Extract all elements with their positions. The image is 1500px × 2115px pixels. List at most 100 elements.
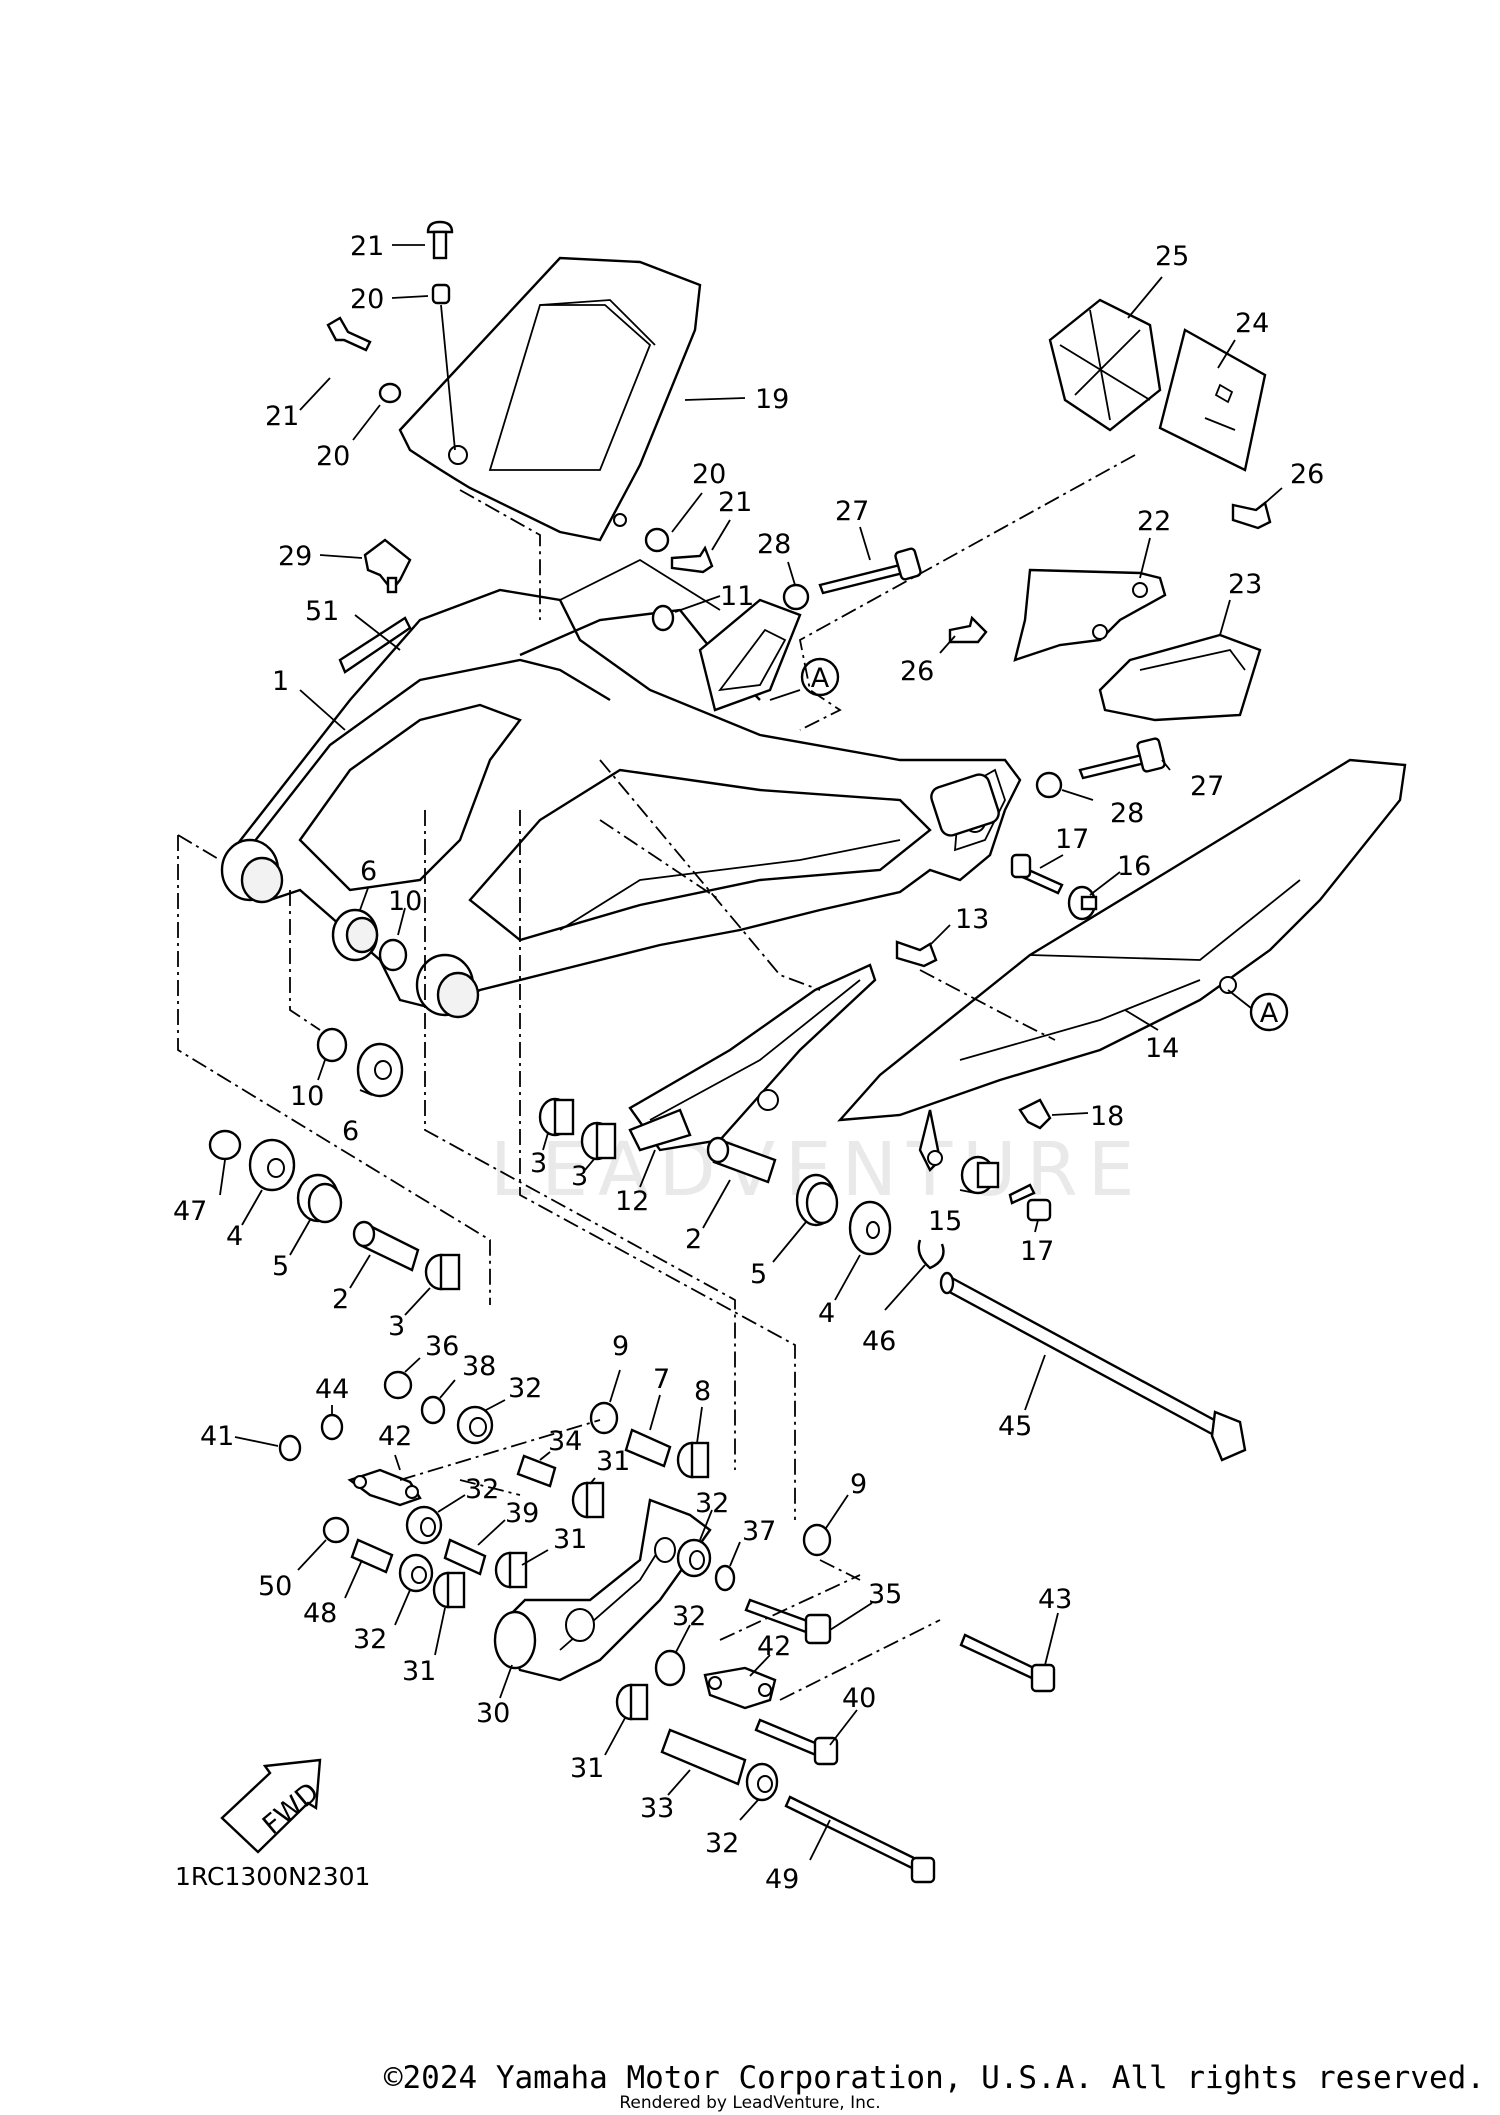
part-bolt-17-top — [1010, 853, 1064, 895]
part-bolt-21-top — [426, 220, 454, 260]
callout-43: 43 — [1038, 1584, 1072, 1615]
callout-38: 38 — [462, 1351, 496, 1382]
callout-35: 35 — [868, 1579, 902, 1610]
callout-3: 3 — [388, 1311, 405, 1342]
part-bolt-17-bottom — [1008, 1183, 1052, 1222]
part-collar-33 — [660, 1728, 747, 1786]
part-chain-guard-14 — [837, 758, 1407, 1173]
part-collar-2-right — [706, 1136, 777, 1184]
callout-49: 49 — [765, 1864, 799, 1895]
callout-29: 29 — [278, 541, 312, 572]
callout-3: 3 — [571, 1161, 588, 1192]
part-bearing-3-mid — [580, 1121, 617, 1161]
part-washer-37 — [714, 1564, 736, 1592]
ref-marker-a-top: A — [800, 657, 840, 697]
callout-5: 5 — [750, 1259, 767, 1290]
part-washer-44 — [320, 1413, 344, 1441]
fwd-arrow-icon: FWD — [220, 1758, 325, 1854]
callout-2: 2 — [685, 1224, 702, 1255]
callout-4: 4 — [818, 1298, 835, 1329]
callout-32: 32 — [695, 1488, 729, 1519]
callout-31: 31 — [402, 1656, 436, 1687]
part-collar-20-left — [378, 382, 402, 404]
assembly-lines — [177, 454, 1136, 1701]
part-washer-38 — [420, 1395, 446, 1425]
part-seal-32-b — [405, 1505, 443, 1545]
part-seal-32-c — [676, 1538, 712, 1578]
ref-marker-a-right-label: A — [1260, 998, 1279, 1029]
callout-12: 12 — [615, 1186, 649, 1217]
callout-labels: 21 20 21 20 19 25 24 26 20 21 27 28 22 2… — [173, 231, 1324, 1895]
callout-42: 42 — [757, 1631, 791, 1662]
callout-16: 16 — [1117, 851, 1151, 882]
part-bolt-40 — [754, 1718, 839, 1766]
part-pivot-shaft-45 — [939, 1271, 1247, 1462]
part-collar-2-left — [352, 1220, 420, 1272]
part-link-42-upper — [347, 1468, 422, 1507]
callout-23: 23 — [1228, 569, 1262, 600]
part-bolt-27-top — [818, 547, 922, 595]
ref-marker-a-top-label: A — [811, 663, 830, 694]
part-relay-arm-30 — [493, 1498, 712, 1682]
part-seal-6-upper — [331, 908, 379, 962]
part-washer-10-upper — [378, 938, 408, 972]
callout-20: 20 — [316, 441, 350, 472]
part-bearing-3-upper — [538, 1097, 575, 1137]
part-washer-4-left — [248, 1138, 296, 1192]
callout-4: 4 — [226, 1221, 243, 1252]
callout-27: 27 — [1190, 771, 1224, 802]
callout-47: 47 — [173, 1196, 207, 1227]
callout-33: 33 — [640, 1793, 674, 1824]
part-screw-18 — [1018, 1098, 1052, 1130]
callout-32: 32 — [353, 1624, 387, 1655]
part-collar-48 — [350, 1538, 394, 1574]
callout-21: 21 — [718, 487, 752, 518]
callout-37: 37 — [742, 1516, 776, 1547]
part-seal-5-left — [296, 1173, 343, 1224]
callout-41: 41 — [200, 1421, 234, 1452]
callout-10: 10 — [388, 886, 422, 917]
callout-13: 13 — [955, 904, 989, 935]
callout-5: 5 — [272, 1251, 289, 1282]
callout-36: 36 — [425, 1331, 459, 1362]
callout-6: 6 — [360, 856, 377, 887]
part-seal-6-lower — [356, 1042, 404, 1098]
ref-marker-a-right: A — [1249, 992, 1289, 1032]
part-bearing-3-left — [424, 1253, 461, 1291]
callout-2: 2 — [332, 1284, 349, 1315]
callout-31: 31 — [596, 1446, 630, 1477]
callout-24: 24 — [1235, 308, 1269, 339]
callout-31: 31 — [553, 1524, 587, 1555]
callout-34: 34 — [548, 1426, 582, 1457]
callout-9: 9 — [850, 1469, 867, 1500]
callout-21: 21 — [350, 231, 384, 262]
callout-30: 30 — [476, 1698, 510, 1729]
callout-18: 18 — [1090, 1101, 1124, 1132]
part-bearing-31-d — [615, 1683, 649, 1721]
part-bolt-13 — [895, 940, 938, 968]
copyright-text: ©2024 Yamaha Motor Corporation, U.S.A. A… — [384, 2060, 1485, 2096]
part-bolt-21-left — [326, 316, 372, 352]
part-label-51 — [338, 616, 412, 674]
part-nut-50 — [322, 1516, 350, 1544]
part-pad-25 — [1048, 298, 1162, 432]
part-plate-24 — [1158, 328, 1267, 472]
part-collar-20-top — [431, 283, 451, 305]
callout-1: 1 — [272, 666, 289, 697]
callout-39: 39 — [505, 1498, 539, 1529]
part-swingarm-pivot-right — [415, 953, 480, 1019]
callout-42: 42 — [378, 1421, 412, 1452]
part-cover-23 — [1098, 633, 1262, 722]
part-nut-36 — [383, 1370, 413, 1400]
rendered-by-text: Rendered by LeadVenture, Inc. — [619, 2093, 880, 2113]
callout-21: 21 — [265, 401, 299, 432]
callout-45: 45 — [998, 1411, 1032, 1442]
callout-32: 32 — [465, 1474, 499, 1505]
callout-26: 26 — [1290, 459, 1324, 490]
part-collar-16 — [1067, 885, 1098, 921]
part-circlip-46 — [917, 1239, 945, 1270]
part-grommet-11 — [651, 604, 675, 632]
part-nut-28-mid — [1035, 771, 1063, 799]
part-seal-32-f — [745, 1762, 779, 1802]
